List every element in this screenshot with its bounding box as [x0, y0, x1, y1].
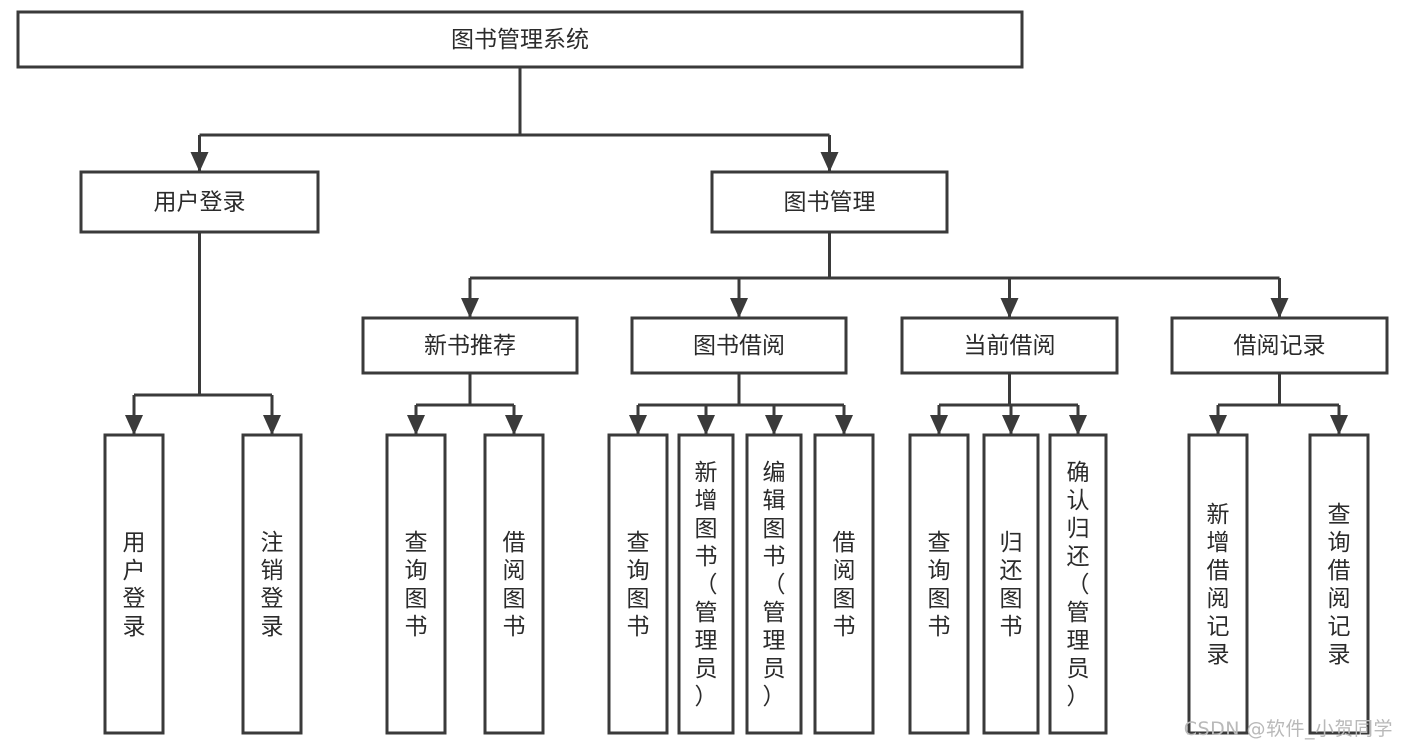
node-leaf-borrow-book-2[interactable]: 借阅图书 — [813, 433, 875, 735]
node-leaf-add-record[interactable]: 新增借阅记录 — [1187, 433, 1249, 735]
node-leaf-query-book-1[interactable]: 查询图书 — [385, 433, 447, 735]
node-label: 确认归还（管理员） — [1067, 460, 1090, 710]
node-label: 新增图书（管理员） — [695, 460, 718, 710]
node-leaf-edit-book[interactable]: 编辑图书（管理员） — [745, 433, 803, 735]
node-borrow-record[interactable]: 借阅记录 — [1170, 316, 1389, 375]
node-leaf-query-record[interactable]: 查询借阅记录 — [1308, 433, 1370, 735]
node-book-borrow[interactable]: 图书借阅 — [630, 316, 848, 375]
node-leaf-return-book[interactable]: 归还图书 — [982, 433, 1040, 735]
node-book-manage[interactable]: 图书管理 — [710, 170, 949, 234]
node-leaf-confirm-return[interactable]: 确认归还（管理员） — [1048, 433, 1108, 735]
node-leaf-logout-login[interactable]: 注销登录 — [241, 433, 303, 735]
node-label: 注销登录 — [261, 530, 284, 640]
node-label: 图书管理系统 — [451, 27, 589, 53]
node-label: 借阅图书 — [503, 530, 526, 640]
node-leaf-query-book-2[interactable]: 查询图书 — [607, 433, 669, 735]
node-leaf-query-book-3[interactable]: 查询图书 — [908, 433, 970, 735]
node-label: 用户登录 — [154, 190, 246, 216]
node-label: 查询图书 — [627, 530, 650, 640]
node-label: 新书推荐 — [424, 333, 516, 359]
node-label: 查询图书 — [928, 530, 951, 640]
node-label: 借阅图书 — [833, 530, 856, 640]
node-label: 借阅记录 — [1234, 333, 1326, 359]
node-label: 用户登录 — [123, 530, 146, 640]
node-user-login[interactable]: 用户登录 — [79, 170, 320, 234]
node-label: 图书管理 — [784, 190, 876, 216]
node-leaf-borrow-book-1[interactable]: 借阅图书 — [483, 433, 545, 735]
node-label: 查询借阅记录 — [1328, 502, 1351, 668]
node-label: 新增借阅记录 — [1207, 502, 1230, 668]
node-leaf-user-login[interactable]: 用户登录 — [103, 433, 165, 735]
node-label: 查询图书 — [405, 530, 428, 640]
node-root-root[interactable]: 图书管理系统 — [16, 10, 1024, 69]
node-leaf-add-book[interactable]: 新增图书（管理员） — [677, 433, 735, 735]
node-new-book-recommend[interactable]: 新书推荐 — [361, 316, 579, 375]
node-label: 图书借阅 — [693, 333, 785, 359]
node-label: 归还图书 — [1000, 530, 1023, 640]
connector-layer — [125, 67, 1348, 435]
node-label: 编辑图书（管理员） — [763, 460, 786, 710]
node-layer: 图书管理系统用户登录图书管理新书推荐图书借阅当前借阅借阅记录用户登录注销登录查询… — [16, 10, 1389, 735]
node-label: 当前借阅 — [964, 333, 1056, 359]
node-current-borrow[interactable]: 当前借阅 — [900, 316, 1119, 375]
